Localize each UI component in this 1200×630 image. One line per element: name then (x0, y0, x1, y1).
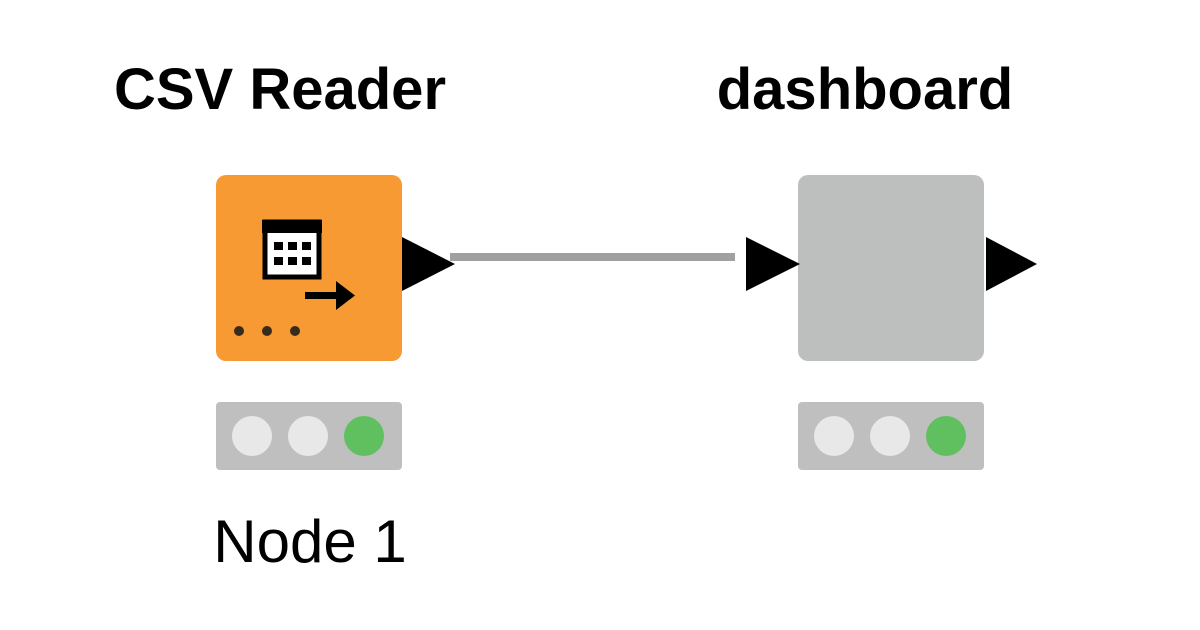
node-title-dashboard: dashboard (716, 57, 1014, 122)
status-light-green (926, 416, 966, 456)
input-port-node-2[interactable] (746, 237, 800, 291)
status-light-yellow (288, 416, 328, 456)
node-title-csv-reader: CSV Reader (113, 57, 447, 122)
output-port-node-1[interactable] (402, 237, 455, 291)
status-light-red (232, 416, 272, 456)
node-dashboard[interactable] (798, 175, 984, 361)
status-light-red (814, 416, 854, 456)
node-label-node-1[interactable]: Node 1 (213, 508, 407, 575)
node-menu-dots-icon[interactable] (234, 326, 300, 336)
status-light-green (344, 416, 384, 456)
csv-reader-icon (262, 219, 355, 310)
node-status-csv-reader (216, 402, 402, 470)
node-status-dashboard (798, 402, 984, 470)
status-light-yellow (870, 416, 910, 456)
output-port-node-2[interactable] (986, 237, 1037, 291)
